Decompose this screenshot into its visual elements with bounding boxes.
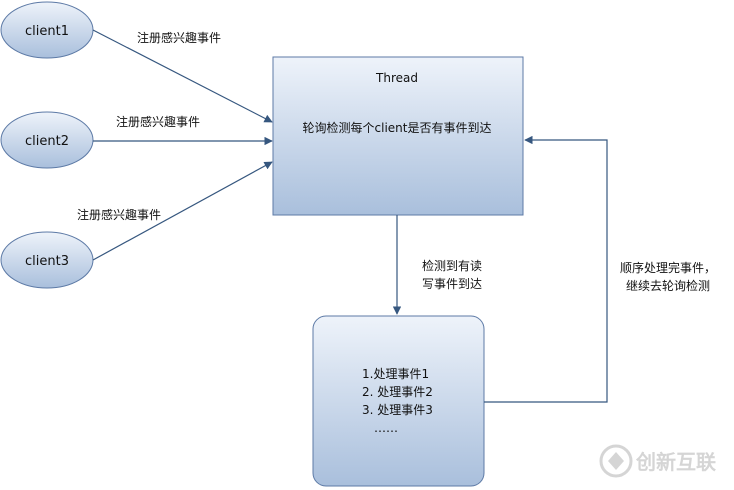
watermark: 创新互联 (599, 444, 716, 478)
client-node-2: client2 (0, 111, 94, 169)
down-edge-label-line-1: 检测到有读 (422, 258, 482, 273)
return-edge-label-line-1: 顺序处理完事件， (620, 260, 716, 275)
edge-client1-thread (92, 29, 273, 123)
edge-handler-thread (484, 135, 608, 403)
edge-label-client2: 注册感兴趣事件 (116, 114, 200, 129)
thread-title: Thread (375, 71, 418, 85)
return-edge-label-line-2: 继续去轮询检测 (626, 278, 710, 293)
client-node-3: client3 (0, 231, 94, 289)
thread-description: 轮询检测每个client是否有事件到达 (303, 120, 492, 135)
client-label-2: client2 (25, 134, 69, 149)
client-label-3: client3 (25, 254, 69, 269)
watermark-text: 创新互联 (635, 450, 716, 474)
edge-label-client3: 注册感兴趣事件 (77, 207, 161, 222)
handler-item-ellipsis: …… (374, 421, 398, 435)
edge-label-client1: 注册感兴趣事件 (137, 30, 221, 45)
handler-item-2: 2. 处理事件2 (362, 385, 433, 399)
edge-client3-thread (92, 161, 273, 261)
handler-item-3: 3. 处理事件3 (362, 403, 433, 417)
down-edge-label-line-2: 写事件到达 (422, 277, 482, 291)
thread-box: Thread 轮询检测每个client是否有事件到达 (272, 56, 524, 216)
handler-item-1: 1.处理事件1 (362, 367, 429, 381)
handler-box: 1.处理事件1 2. 处理事件2 3. 处理事件3 …… (312, 315, 485, 487)
watermark-logo-icon (599, 444, 633, 478)
client-node-1: client1 (0, 1, 94, 59)
client-label-1: client1 (25, 24, 69, 39)
